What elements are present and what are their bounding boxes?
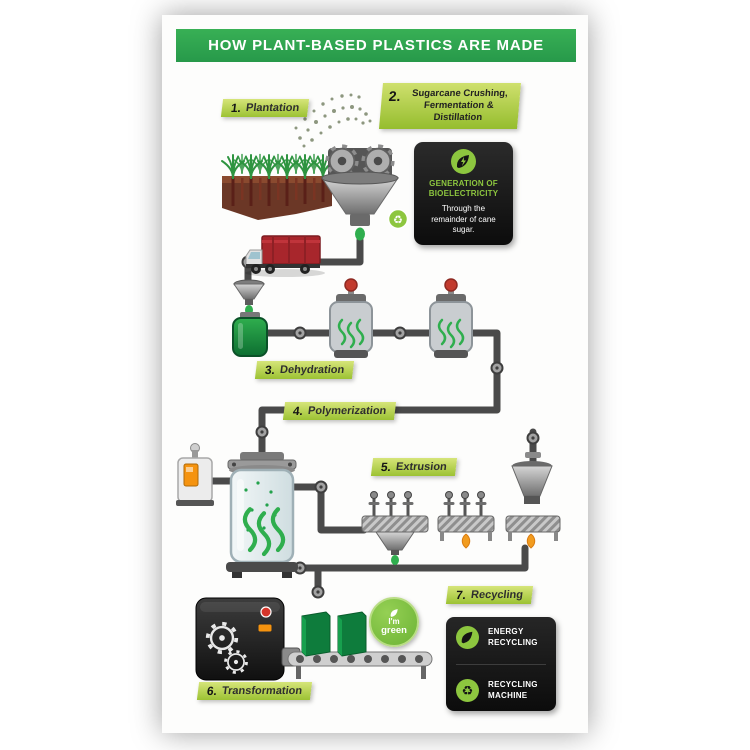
legend-row-energy-recycling: ENERGY RECYCLING (456, 626, 546, 649)
step-number: 4. (292, 404, 304, 418)
step-name: Dehydration (279, 364, 345, 376)
step-label-plantation: 1. Plantation (220, 99, 310, 117)
extrusion-illustration (361, 452, 561, 565)
dehydration-illustration (232, 279, 472, 358)
step-name: Polymerization (307, 405, 388, 417)
step-number: 3. (264, 363, 276, 377)
flame-icon (461, 533, 471, 549)
poster-title: HOW PLANT-BASED PLASTICS ARE MADE (208, 37, 544, 54)
legend-label: ENERGY RECYCLING (488, 627, 538, 647)
im-green-badge: I'm green (369, 597, 419, 647)
cane-particles (294, 93, 372, 148)
dehydration-tank (430, 279, 472, 358)
step-number: 6. (206, 684, 218, 698)
plastic-sheets (301, 611, 367, 657)
step-name: Recycling (470, 589, 524, 601)
transformation-illustration (195, 597, 433, 681)
step-label-extrusion: 5. Extrusion (370, 458, 457, 476)
dehydration-tank (330, 279, 372, 358)
crusher-illustration: ♻ (294, 93, 409, 241)
bioelectricity-card: GENERATION OF BIOELECTRICITY Through the… (414, 142, 513, 245)
step-label-polymerization: 4. Polymerization (282, 402, 397, 420)
step-label-crushing: 2. Sugarcane Crushing, Fermentation & Di… (379, 83, 521, 129)
badge-text-line2: green (381, 625, 407, 637)
truck-illustration (245, 235, 325, 277)
recycling-legend-card: ENERGY RECYCLING ♻ RECYCLING MACHINE (446, 617, 556, 711)
legend-divider (456, 663, 546, 665)
polymerization-illustration (176, 443, 298, 578)
recycle-icon: ♻ (393, 215, 403, 227)
flame-icon (526, 533, 536, 549)
step-number: 2. (388, 88, 402, 104)
step-label-dehydration: 3. Dehydration (254, 361, 355, 379)
step-name: Extrusion (395, 461, 448, 473)
poster-title-bar: HOW PLANT-BASED PLASTICS ARE MADE (176, 29, 576, 62)
recycle-icon: ♻ (461, 683, 474, 698)
step-number: 7. (455, 588, 467, 602)
legend-row-recycling-machine: ♻ RECYCLING MACHINE (456, 679, 546, 702)
step-name: Sugarcane Crushing, Fermentation & Disti… (411, 88, 509, 123)
step-number: 5. (380, 460, 392, 474)
step-name: Transformation (221, 685, 303, 697)
bioelectricity-heading: GENERATION OF BIOELECTRICITY (428, 179, 499, 199)
bioelectricity-body: Through the remainder of cane sugar. (431, 203, 496, 235)
step-number: 1. (230, 101, 242, 115)
step-label-recycling: 7. Recycling (445, 586, 534, 604)
step-name: Plantation (245, 102, 300, 114)
energy-recycling-icon (456, 626, 479, 649)
plantation-illustration (221, 153, 335, 220)
step-label-transformation: 6. Transformation (196, 682, 313, 700)
legend-label: RECYCLING MACHINE (488, 680, 538, 700)
badge-text-line1: I'm (388, 616, 400, 626)
leaf-energy-icon (451, 149, 476, 174)
recycling-machine-icon: ♻ (456, 679, 479, 702)
